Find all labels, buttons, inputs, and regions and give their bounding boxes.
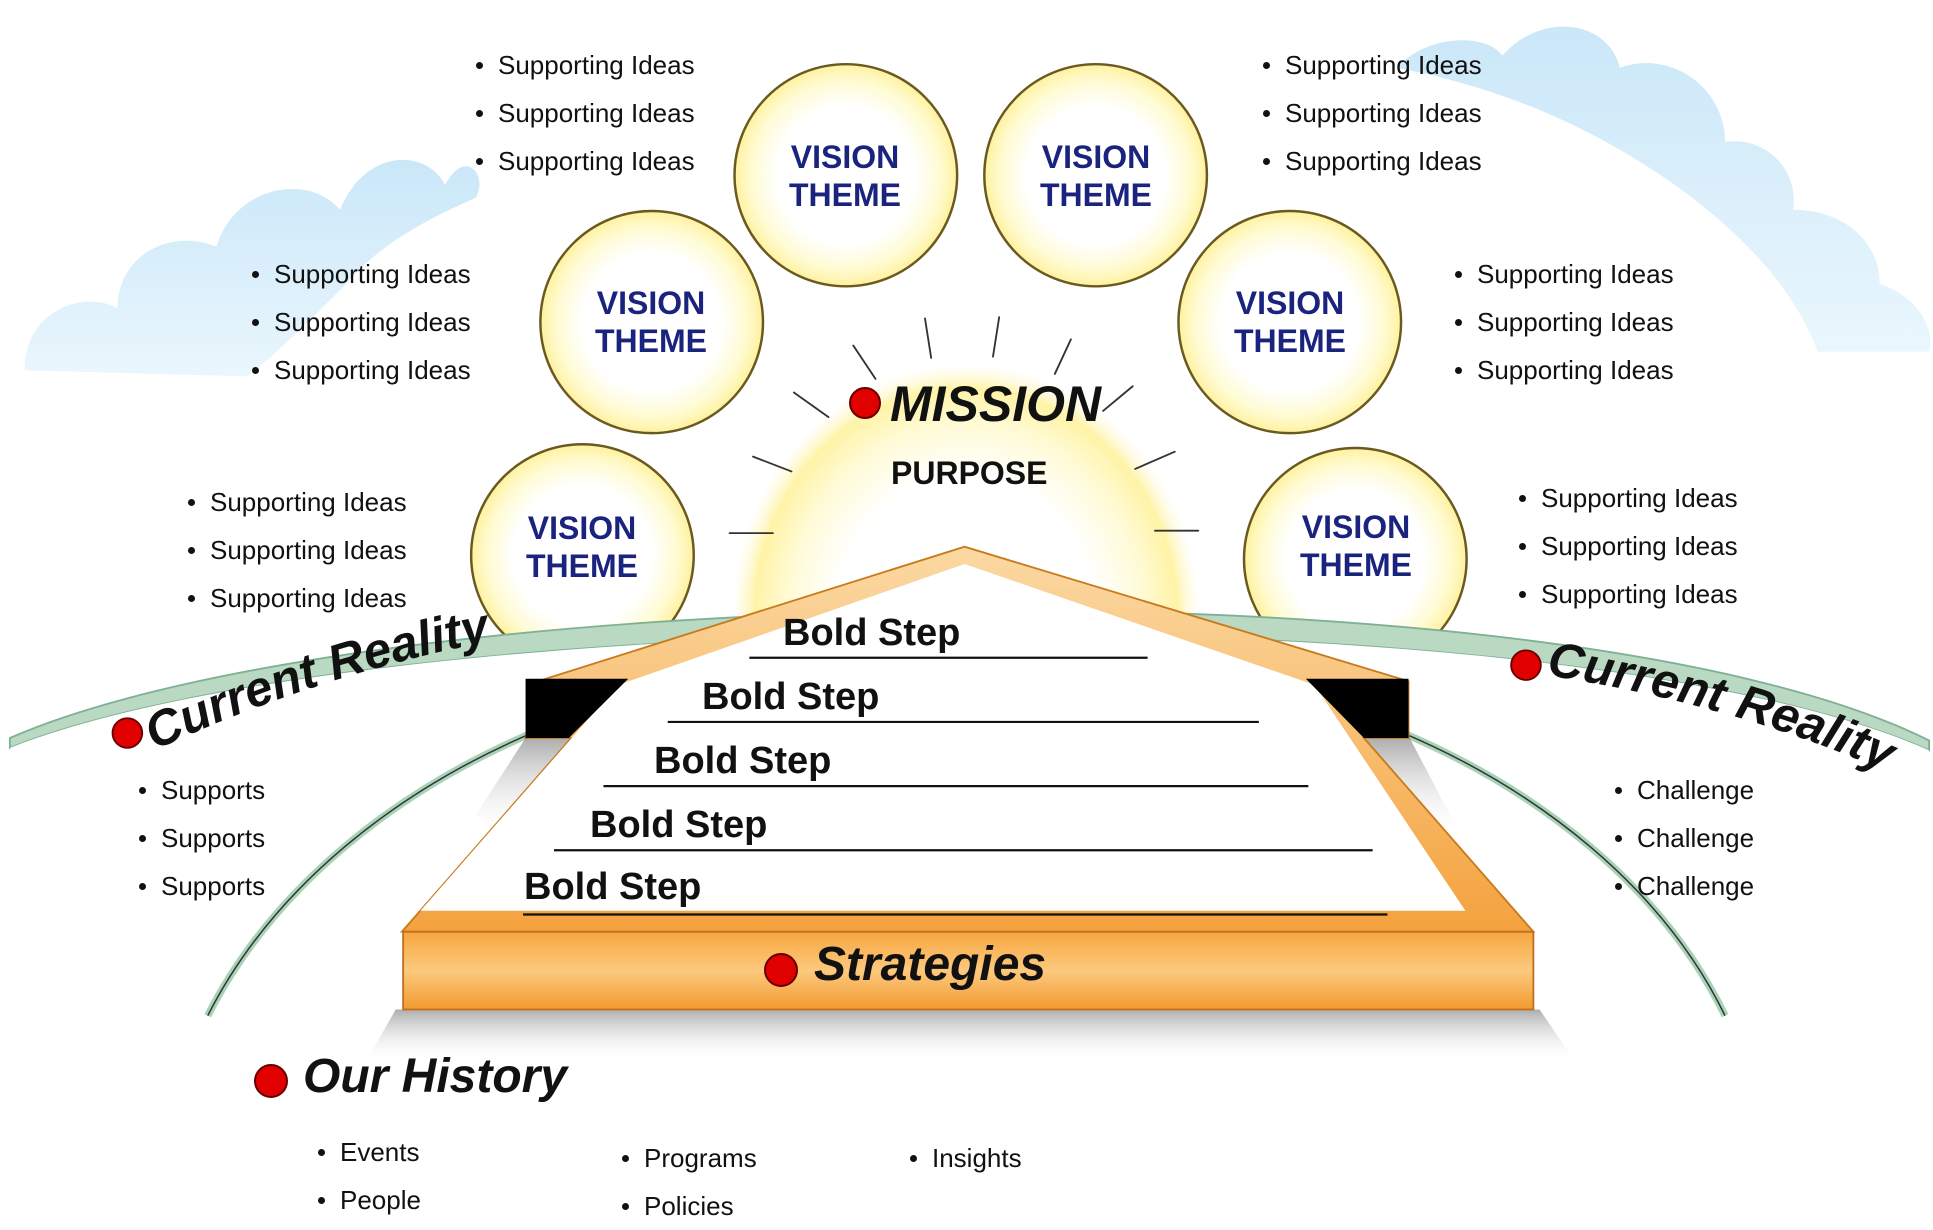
list-item: Supporting Ideas	[1451, 250, 1674, 298]
list-item: Challenge	[1611, 766, 1754, 814]
roof-inner	[420, 563, 1466, 911]
vision-theme-2: VISION THEME	[1040, 139, 1152, 213]
vision-theme-6: VISION THEME	[1300, 509, 1412, 583]
current-reality-right-dot	[1510, 649, 1542, 681]
list-item: Supporting Ideas	[472, 41, 695, 89]
history-title: Our History	[303, 1050, 568, 1103]
vision-theme-5: VISION THEME	[526, 510, 638, 584]
mission-dot	[849, 387, 881, 419]
sun-rays	[728, 316, 1200, 535]
list-item: Events	[314, 1128, 421, 1176]
list-item: Supports	[135, 814, 265, 862]
right-eave	[1305, 678, 1409, 738]
bold-step-5: Bold Step	[524, 866, 702, 908]
list-item: Supporting Ideas	[184, 526, 407, 574]
bold-step-3: Bold Step	[654, 740, 832, 782]
list-item: Programs	[618, 1134, 757, 1182]
supporting-ideas-list-1: Supporting Ideas Supporting Ideas Suppor…	[472, 41, 695, 185]
list-item: Supporting Ideas	[184, 574, 407, 622]
vision-theme-4: VISION THEME	[1234, 285, 1346, 359]
supporting-ideas-list-6: Supporting Ideas Supporting Ideas Suppor…	[1515, 474, 1738, 618]
list-item: Supporting Ideas	[1515, 522, 1738, 570]
list-item: Supporting Ideas	[1259, 89, 1482, 137]
bold-step-4: Bold Step	[590, 804, 768, 846]
list-item: Policies	[618, 1182, 757, 1230]
left-side-shadow	[476, 737, 572, 840]
strategies-base	[402, 930, 1535, 1011]
history-col-3: Insights	[906, 1134, 1022, 1182]
list-item: Supporting Ideas	[472, 137, 695, 185]
bold-step-1: Bold Step	[783, 612, 961, 654]
strategies-dot	[764, 953, 798, 987]
list-item: Supporting Ideas	[248, 250, 471, 298]
mission-title: MISSION	[890, 376, 1102, 432]
supporting-ideas-list-3: Supporting Ideas Supporting Ideas Suppor…	[248, 250, 471, 394]
list-item: Supporting Ideas	[1259, 41, 1482, 89]
earth-right-edge-dark	[1397, 729, 1726, 1016]
vision-circles	[469, 62, 1468, 672]
bold-step-2: Bold Step	[702, 676, 880, 718]
left-eave	[525, 678, 629, 738]
earth-left-edge-dark	[207, 729, 539, 1016]
list-item: Supporting Ideas	[184, 478, 407, 526]
history-col-2: Programs Policies	[618, 1134, 757, 1230]
strategies-title: Strategies	[814, 938, 1047, 991]
list-item: Supporting Ideas	[248, 298, 471, 346]
list-item: Supporting Ideas	[1515, 570, 1738, 618]
list-item: Supporting Ideas	[1451, 298, 1674, 346]
vision-theme-3: VISION THEME	[595, 285, 707, 359]
list-item: Supporting Ideas	[1515, 474, 1738, 522]
supporting-ideas-list-5: Supporting Ideas Supporting Ideas Suppor…	[184, 478, 407, 622]
history-col-1: Events People	[314, 1128, 421, 1224]
ground-shadow	[364, 1009, 1577, 1064]
list-item: Supports	[135, 766, 265, 814]
supporting-ideas-list-4: Supporting Ideas Supporting Ideas Suppor…	[1451, 250, 1674, 394]
cloud-left	[24, 159, 480, 377]
vision-theme-1: VISION THEME	[789, 139, 901, 213]
list-item: Supporting Ideas	[248, 346, 471, 394]
list-item: Supporting Ideas	[1451, 346, 1674, 394]
list-item: Supports	[135, 862, 265, 910]
list-item: Supporting Ideas	[1259, 137, 1482, 185]
challenges-list: Challenge Challenge Challenge	[1611, 766, 1754, 910]
cloud-right	[1397, 26, 1931, 352]
list-item: Supporting Ideas	[472, 89, 695, 137]
supports-list: Supports Supports Supports	[135, 766, 265, 910]
supporting-ideas-list-2: Supporting Ideas Supporting Ideas Suppor…	[1259, 41, 1482, 185]
list-item: Challenge	[1611, 814, 1754, 862]
list-item: People	[314, 1176, 421, 1224]
list-item: Challenge	[1611, 862, 1754, 910]
history-dot	[254, 1064, 288, 1098]
list-item: Insights	[906, 1134, 1022, 1182]
mission-purpose: PURPOSE	[891, 455, 1048, 491]
step-lines	[523, 656, 1388, 916]
current-reality-left-dot	[111, 717, 144, 749]
